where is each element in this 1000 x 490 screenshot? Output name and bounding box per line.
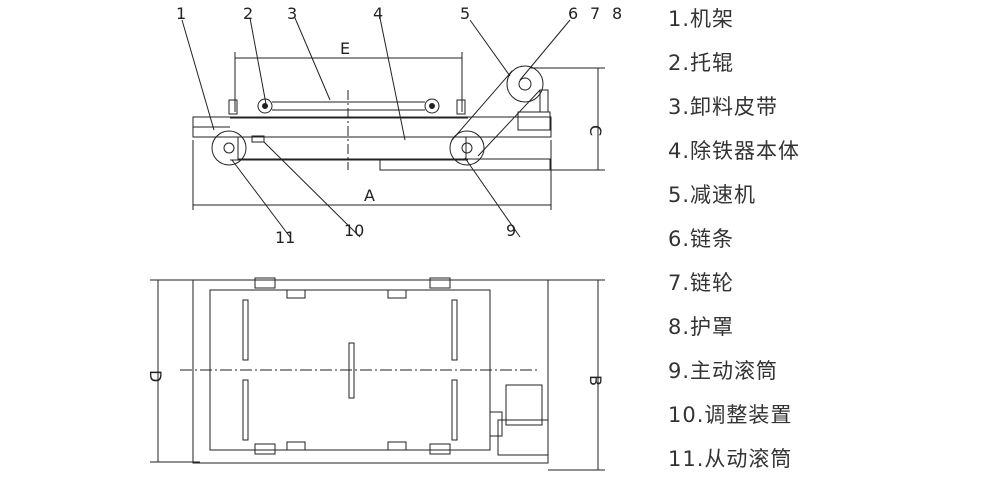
callout-10: 10	[344, 221, 364, 240]
dim-label-b: B	[586, 375, 605, 386]
callout-6: 6	[568, 4, 578, 23]
callout-11: 11	[275, 228, 295, 247]
legend-item: 7.链轮	[668, 271, 735, 295]
leader-lines	[181, 17, 571, 238]
callout-4: 4	[373, 4, 383, 23]
side-view	[181, 17, 605, 238]
callout-7: 7	[590, 4, 600, 23]
legend-item: 3.卸料皮带	[668, 95, 779, 119]
legend-item: 10.调整装置	[668, 403, 793, 427]
callout-9: 9	[506, 221, 516, 240]
plan-view	[150, 277, 605, 471]
callout-3: 3	[287, 4, 297, 23]
callout-1: 1	[176, 4, 186, 23]
plan-dimension-lines	[150, 279, 605, 471]
plan-slotted-bars	[242, 299, 458, 441]
frame	[192, 116, 552, 138]
legend-item: 1.机架	[668, 7, 735, 31]
legend-item: 11.从动滚筒	[668, 447, 793, 471]
plan-frame-outer	[192, 279, 549, 464]
gear-reducer	[506, 65, 551, 131]
legend-item: 5.减速机	[668, 183, 757, 207]
dim-label-a: A	[364, 186, 375, 205]
legend-item: 9.主动滚筒	[668, 359, 779, 383]
adjusting-device	[251, 135, 265, 143]
dimension-labels: E A C D B	[146, 39, 605, 386]
dim-label-c: C	[586, 125, 605, 136]
callout-labels: 1 2 3 4 5 6 7 8 9 10 11	[176, 4, 622, 247]
dim-label-d: D	[146, 370, 165, 382]
dim-label-e: E	[340, 39, 350, 58]
legend-item: 4.除铁器本体	[668, 139, 801, 163]
plan-motor	[489, 384, 549, 456]
legend-item: 2.托辊	[668, 51, 735, 75]
legend-item: 6.链条	[668, 227, 735, 251]
callout-8: 8	[612, 4, 622, 23]
dimension-lines	[192, 52, 605, 210]
magnet-body	[237, 136, 467, 160]
callout-5: 5	[460, 4, 470, 23]
drive-pulley	[449, 130, 485, 166]
driven-pulley	[211, 130, 247, 166]
callout-2: 2	[243, 4, 253, 23]
legend-item: 8.护罩	[668, 315, 735, 339]
plan-bearing-blocks	[254, 277, 451, 455]
idler-rollers	[228, 98, 466, 115]
